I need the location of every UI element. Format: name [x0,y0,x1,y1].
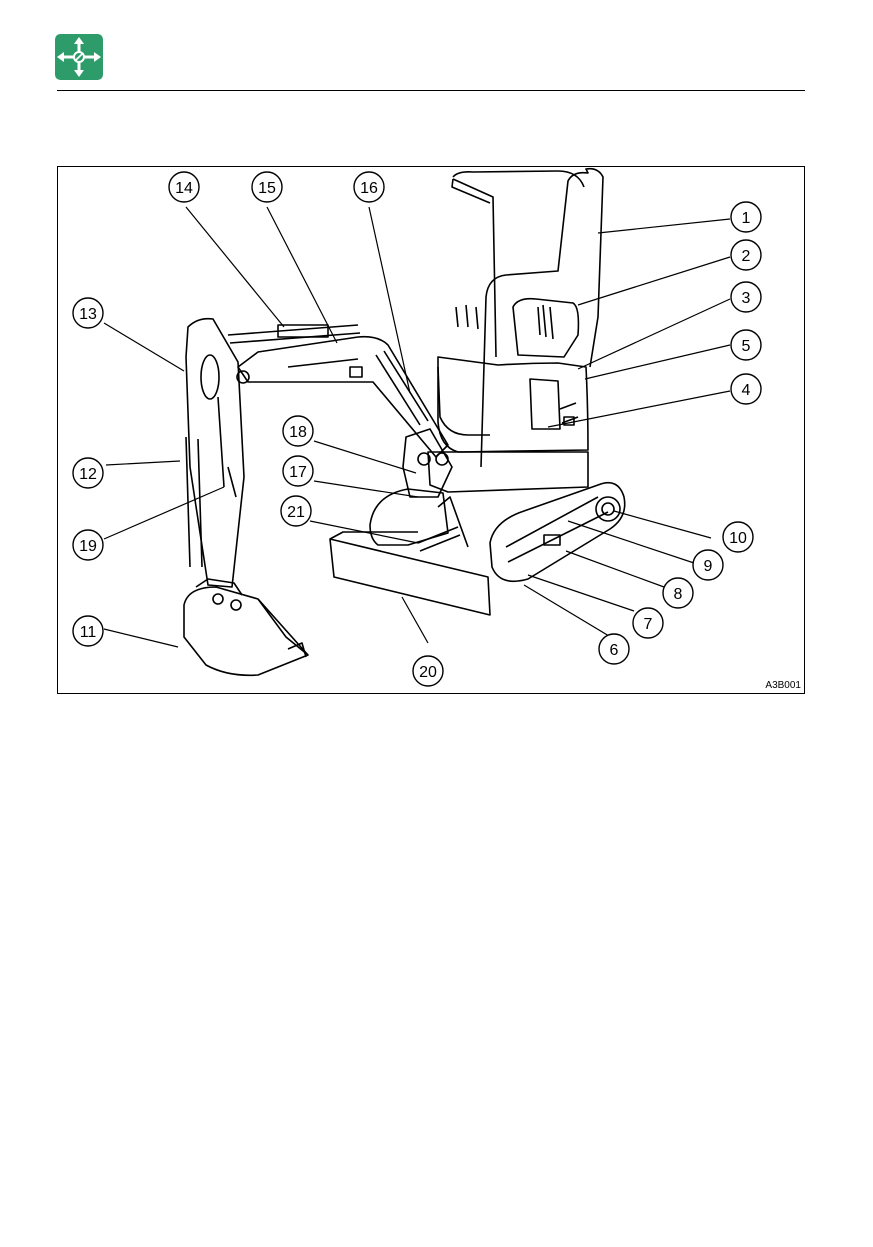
svg-text:20: 20 [419,664,437,681]
header-rule [57,90,805,91]
callout-10: 10 [723,522,753,552]
callout-8: 8 [663,578,693,608]
callout-20: 20 [413,656,443,686]
svg-text:19: 19 [79,538,97,555]
callout-13: 13 [73,298,103,328]
move-arrows-icon [55,34,103,80]
svg-text:13: 13 [79,306,97,323]
svg-text:21: 21 [287,504,305,521]
callout-17: 17 [283,456,313,486]
svg-text:8: 8 [674,586,683,603]
callout-7: 7 [633,608,663,638]
svg-text:3: 3 [742,290,751,307]
callout-1: 1 [731,202,761,232]
callout-12: 12 [73,458,103,488]
svg-text:11: 11 [80,624,97,641]
svg-text:10: 10 [729,530,747,547]
figure-code: A3B001 [765,680,801,691]
callouts: 1 2 3 5 4 10 9 8 7 6 11 12 13 14 15 16 1… [73,172,761,686]
excavator-drawing: 1 2 3 5 4 10 9 8 7 6 11 12 13 14 15 16 1… [58,167,804,693]
svg-text:15: 15 [258,180,276,197]
callout-2: 2 [731,240,761,270]
svg-text:7: 7 [644,616,653,633]
callout-4: 4 [731,374,761,404]
callout-6: 6 [599,634,629,664]
svg-text:18: 18 [289,424,307,441]
callout-11: 11 [73,616,103,646]
svg-text:12: 12 [79,466,97,483]
leader-lines [104,207,730,647]
svg-text:1: 1 [742,210,751,227]
svg-text:4: 4 [742,382,751,399]
callout-21: 21 [281,496,311,526]
excavator-figure: 1 2 3 5 4 10 9 8 7 6 11 12 13 14 15 16 1… [57,166,805,694]
callout-14: 14 [169,172,199,202]
callout-9: 9 [693,550,723,580]
svg-text:17: 17 [289,464,307,481]
callout-19: 19 [73,530,103,560]
svg-text:6: 6 [610,642,619,659]
callout-18: 18 [283,416,313,446]
callout-5: 5 [731,330,761,360]
svg-text:14: 14 [175,180,193,197]
svg-text:16: 16 [360,180,378,197]
callout-16: 16 [354,172,384,202]
callout-3: 3 [731,282,761,312]
callout-15: 15 [252,172,282,202]
svg-text:9: 9 [704,558,713,575]
svg-text:2: 2 [742,248,751,265]
svg-text:5: 5 [742,338,751,355]
